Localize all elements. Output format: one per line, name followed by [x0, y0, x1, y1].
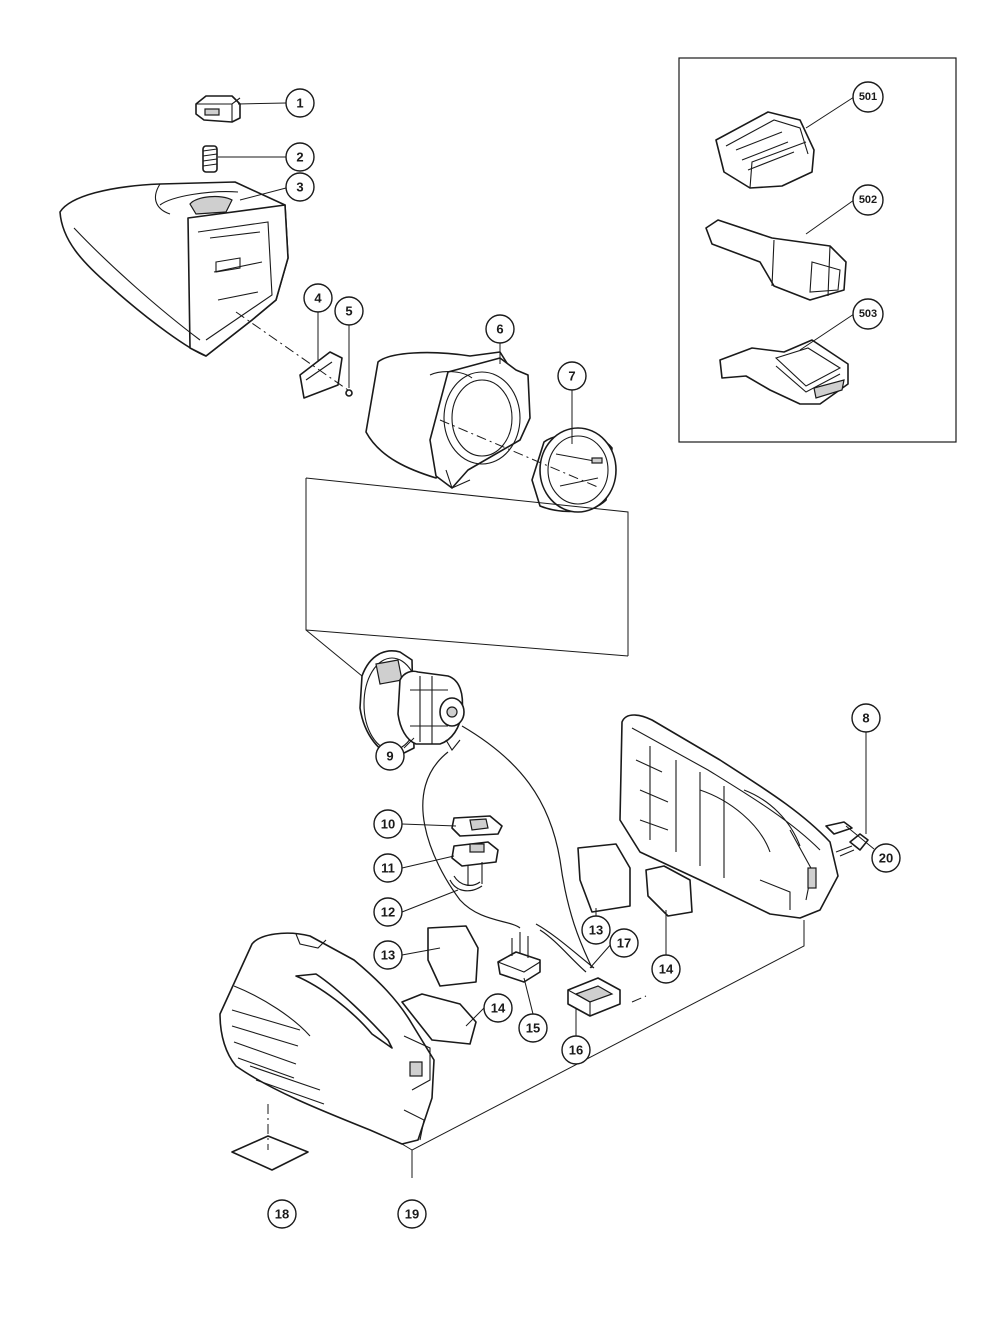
center-line — [235, 311, 349, 391]
svg-text:16: 16 — [569, 1043, 583, 1058]
svg-text:11: 11 — [381, 861, 395, 876]
svg-text:14: 14 — [659, 962, 674, 977]
callout-502: 502 — [852, 184, 884, 216]
callout-11: 11 — [373, 853, 403, 883]
part-6-filter-housing — [365, 351, 531, 489]
svg-text:8: 8 — [862, 711, 869, 726]
svg-text:501: 501 — [859, 91, 877, 103]
part-14-filter-pad-left — [401, 993, 477, 1045]
part-20-label — [825, 821, 853, 835]
callout-18: 18 — [267, 1199, 297, 1229]
callout-503: 503 — [852, 298, 884, 330]
part-9-motor — [359, 650, 465, 757]
part-13-filter-pad-left — [427, 925, 479, 987]
accessory-frame — [678, 57, 957, 443]
callout-20: 20 — [871, 843, 901, 873]
part-4-filter-plate — [299, 351, 343, 399]
callout-10: 10 — [373, 809, 403, 839]
assembly-bracket-line — [411, 920, 805, 1178]
svg-text:17: 17 — [617, 936, 631, 951]
svg-text:4: 4 — [314, 291, 322, 306]
svg-text:503: 503 — [859, 308, 877, 320]
part-12-wire-harness — [449, 875, 483, 892]
svg-text:18: 18 — [275, 1207, 289, 1222]
svg-text:6: 6 — [496, 322, 503, 337]
part-14-filter-pad-right — [645, 865, 693, 917]
assembly-bracket-line — [305, 477, 629, 656]
callout-12: 12 — [373, 897, 403, 927]
callout-14-left: 14 — [483, 993, 513, 1023]
part-16-terminal-block — [567, 977, 621, 1017]
part-501-crevice-nozzle — [715, 111, 815, 189]
callout-2: 2 — [285, 142, 315, 172]
callout-3: 3 — [285, 172, 315, 202]
callout-7: 7 — [557, 361, 587, 391]
motor-wire — [461, 725, 593, 969]
svg-text:20: 20 — [879, 851, 893, 866]
leader-lines — [218, 96, 875, 1036]
svg-text:13: 13 — [381, 948, 395, 963]
part-17-leads — [535, 923, 595, 973]
callout-6: 6 — [485, 314, 515, 344]
center-line — [631, 995, 647, 1003]
svg-text:13: 13 — [589, 923, 603, 938]
svg-text:1: 1 — [296, 96, 303, 111]
callout-13-left: 13 — [373, 940, 403, 970]
left-housing-half — [219, 932, 435, 1145]
part-2-spring — [202, 145, 218, 173]
svg-text:9: 9 — [386, 749, 393, 764]
callout-15: 15 — [518, 1013, 548, 1043]
assembly-bracket-line — [401, 1143, 413, 1151]
callout-17: 17 — [609, 928, 639, 958]
part-13-filter-pad-right — [577, 843, 631, 913]
callout-501: 501 — [852, 81, 884, 113]
callout-13-right: 13 — [581, 915, 611, 945]
part-3-dust-cup — [59, 181, 289, 357]
part-18-label-sheet — [231, 1135, 309, 1171]
center-line — [439, 419, 601, 489]
callout-8: 8 — [851, 703, 881, 733]
part-5-nut — [345, 389, 353, 397]
motor-wire — [422, 751, 521, 929]
part-8-screw — [835, 833, 869, 857]
callout-5: 5 — [334, 296, 364, 326]
svg-text:7: 7 — [568, 369, 575, 384]
svg-text:5: 5 — [345, 304, 352, 319]
svg-text:19: 19 — [405, 1207, 419, 1222]
svg-text:3: 3 — [296, 180, 303, 195]
callout-19: 19 — [397, 1199, 427, 1229]
svg-text:15: 15 — [526, 1021, 540, 1036]
svg-text:502: 502 — [859, 194, 877, 206]
right-housing-half — [619, 714, 839, 919]
svg-text:14: 14 — [491, 1001, 506, 1016]
assembly-bracket-line — [305, 629, 629, 657]
assembly-bracket-line — [305, 478, 363, 677]
svg-text:12: 12 — [381, 905, 395, 920]
callout-14-right: 14 — [651, 954, 681, 984]
part-502-flat-nozzle — [705, 219, 847, 301]
part-10-switch-button — [451, 815, 503, 837]
svg-text:2: 2 — [296, 150, 303, 165]
part-1-release-button — [195, 95, 241, 123]
callout-1: 1 — [285, 88, 315, 118]
callout-16: 16 — [561, 1035, 591, 1065]
part-11-switch — [451, 841, 499, 886]
callout-4: 4 — [303, 283, 333, 313]
part-15-bracket — [497, 932, 541, 983]
svg-text:10: 10 — [381, 817, 395, 832]
callout-9: 9 — [375, 741, 405, 771]
part-7-filter-ring — [531, 427, 617, 513]
part-503-brush-nozzle — [719, 339, 849, 405]
